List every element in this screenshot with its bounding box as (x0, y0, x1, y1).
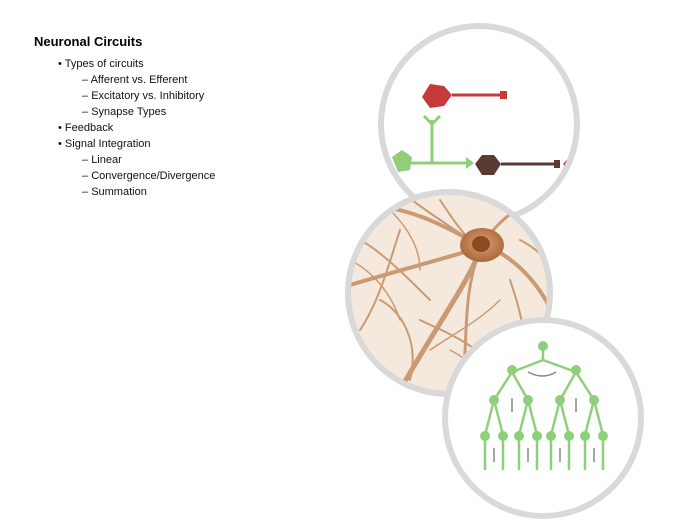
sub-bullet-item: – Convergence/Divergence (82, 170, 216, 182)
sub-bullet-item: – Summation (82, 186, 147, 198)
slide-title: Neuronal Circuits (34, 34, 143, 49)
sub-bullet-item: – Synapse Types (82, 106, 167, 118)
sub-bullet-item: – Excitatory vs. Inhibitory (82, 90, 205, 102)
bullet-item: • Types of circuits (58, 58, 144, 70)
bullet-item: • Signal Integration (58, 138, 151, 150)
divergence-tree-icon (442, 317, 644, 519)
sub-bullet-item: – Linear (82, 154, 122, 166)
sub-bullet-item: – Afferent vs. Efferent (82, 74, 188, 86)
circuit-diagram-icon (378, 23, 580, 225)
bullet-item: • Feedback (58, 122, 114, 134)
